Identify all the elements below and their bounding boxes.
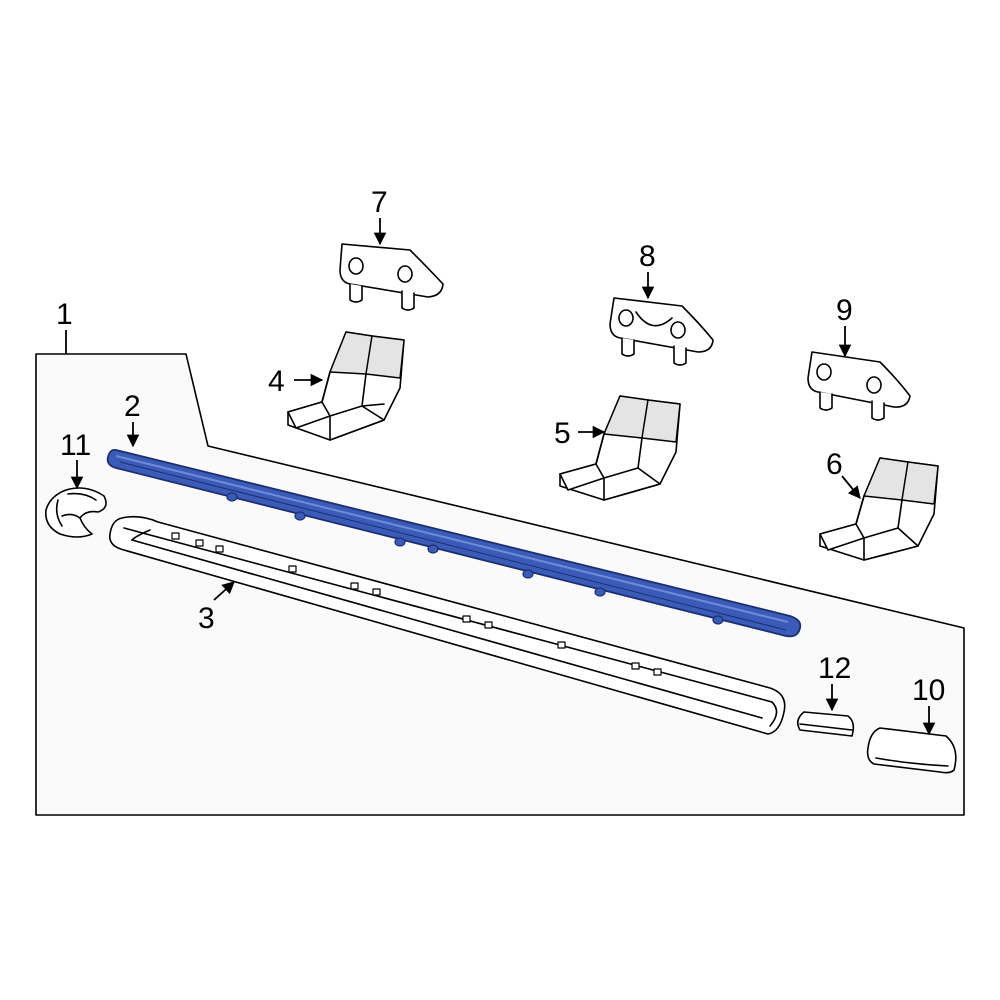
callout-12: 12: [818, 652, 851, 685]
part-9-bracket[interactable]: [807, 351, 911, 421]
callout-9: 9: [836, 294, 853, 327]
callout-8: 8: [639, 240, 656, 273]
part-3-step-pad[interactable]: [108, 515, 786, 735]
callout-11: 11: [60, 429, 91, 462]
assembly-boundary: [35, 353, 965, 816]
part-8-bracket[interactable]: [609, 297, 714, 366]
callout-3-leader: [213, 581, 235, 601]
part-5-support[interactable]: [559, 395, 681, 501]
callout-5: 5: [554, 417, 571, 450]
callout-3: 3: [198, 602, 215, 635]
part-12-end-piece[interactable]: [796, 711, 855, 737]
callout-7: 7: [371, 186, 388, 219]
part-10-end-cap[interactable]: [866, 727, 957, 774]
callout-2: 2: [124, 390, 141, 423]
part-6-support[interactable]: [819, 457, 939, 561]
part-11-end-cap[interactable]: [44, 487, 107, 538]
part-2-step-bar[interactable]: [106, 448, 802, 638]
callout-1: 1: [56, 298, 73, 331]
callout-10: 10: [912, 674, 945, 707]
part-7-bracket[interactable]: [339, 243, 444, 311]
callout-6-leader: [841, 475, 861, 499]
callout-6: 6: [826, 448, 843, 481]
part-4-support[interactable]: [287, 331, 405, 441]
callout-4: 4: [268, 365, 285, 398]
